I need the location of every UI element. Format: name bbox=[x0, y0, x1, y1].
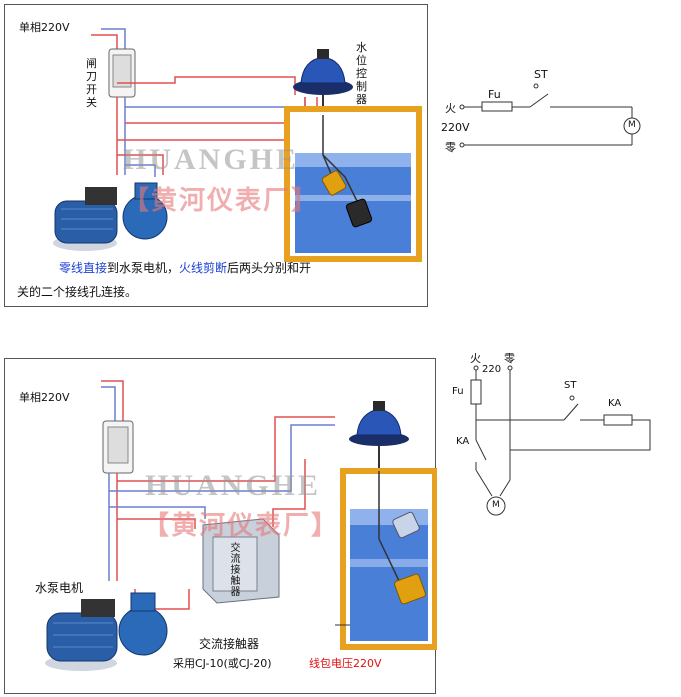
float-upper bbox=[392, 511, 420, 539]
watermark-en: HUANGHE bbox=[145, 469, 322, 502]
sch1-live: 火 bbox=[445, 102, 456, 115]
coil-voltage-text: 线包电压220V bbox=[309, 657, 382, 670]
contactor-label: 交流接触器 bbox=[199, 637, 260, 651]
coil-symbol bbox=[603, 414, 633, 426]
water-ripple bbox=[295, 195, 411, 201]
contact-symbol bbox=[475, 439, 487, 461]
terminal-neutral bbox=[507, 365, 513, 371]
sch1-switch: ST bbox=[534, 68, 548, 81]
watermark-cn: 【黄河仪表厂】 bbox=[123, 186, 320, 216]
water-ripple bbox=[350, 559, 428, 567]
pump-motor bbox=[46, 612, 118, 662]
wire-red-pump bbox=[117, 154, 164, 175]
wire-blue-controller bbox=[109, 424, 335, 492]
watermark-cn: 【黄河仪表厂】 bbox=[143, 511, 340, 541]
controller-cap bbox=[373, 401, 385, 411]
float-lower bbox=[394, 573, 426, 605]
wire-blue-contactor bbox=[109, 506, 206, 519]
sch2-fuse: Fu bbox=[452, 386, 464, 397]
controller-dome bbox=[300, 56, 346, 84]
caption-live-cut: 火线剪断 bbox=[179, 261, 228, 275]
spec-text: 采用CJ-10(或CJ-20) bbox=[173, 657, 272, 670]
float-lower bbox=[345, 198, 373, 228]
terminal-live bbox=[473, 365, 479, 371]
switch-pivot bbox=[533, 83, 539, 89]
pump-head bbox=[118, 606, 168, 656]
caption-to-motor: 到水泵电机， bbox=[107, 261, 180, 275]
source-label: 单相220V bbox=[19, 391, 70, 404]
sch2-switch: ST bbox=[564, 380, 577, 391]
water-surface bbox=[295, 153, 411, 167]
caption-neutral: 零线直接 bbox=[59, 261, 108, 275]
controller-label: 水位控制器 bbox=[356, 41, 367, 106]
sch2-motor: M bbox=[492, 500, 500, 510]
wire-blue-pump bbox=[125, 164, 156, 177]
wire-motor-left bbox=[475, 469, 493, 497]
float-cable-2 bbox=[322, 154, 358, 202]
wire-blue-controller bbox=[125, 97, 306, 108]
wire-red-controller-1 bbox=[117, 76, 296, 95]
diagram-panel-2: 单相220V 水泵电机 交流接触器 HUANGHE 【黄河仪表厂】 交流接触器 … bbox=[4, 358, 437, 694]
wire-red-controller-2 bbox=[125, 97, 306, 124]
switch-pivot bbox=[569, 395, 575, 401]
pump-outlet bbox=[130, 592, 156, 612]
switch-symbol bbox=[563, 403, 579, 421]
float-cable bbox=[378, 471, 402, 586]
caption-line-2: 关的二个接线孔连接。 bbox=[17, 285, 138, 299]
pump-terminal-box bbox=[81, 599, 115, 617]
wire-coil-return bbox=[510, 419, 651, 451]
sch1-motor: M bbox=[628, 120, 636, 130]
sch2-neutral: 零 bbox=[504, 352, 515, 365]
sch2-voltage: 220 bbox=[482, 364, 502, 375]
contactor-face bbox=[212, 536, 258, 592]
wire-motor-right bbox=[499, 479, 511, 497]
caption-line-1: 零线直接到水泵电机，火线剪断后两头分别和开 bbox=[59, 259, 311, 276]
wire-red-controller bbox=[117, 416, 335, 482]
contactor-box-text: 交流接触器 bbox=[230, 543, 241, 598]
wiring-illustration-1 bbox=[53, 28, 422, 262]
knife-switch-body bbox=[112, 54, 132, 88]
controller-dome bbox=[356, 408, 402, 436]
source-wire-blue bbox=[101, 28, 126, 49]
wire-controller-contactor bbox=[272, 459, 306, 527]
float-upper bbox=[321, 170, 347, 196]
pump-terminal-box bbox=[85, 187, 117, 205]
caption-rest: 后两头分别和开 bbox=[227, 261, 312, 275]
terminal-live bbox=[459, 104, 465, 110]
sch1-voltage: 220V bbox=[441, 121, 470, 134]
fuse-symbol bbox=[470, 379, 482, 405]
knife-switch-body bbox=[107, 426, 129, 464]
watermark-en: HUANGHE bbox=[123, 143, 300, 176]
source-wire-blue bbox=[101, 386, 116, 421]
wire-red-contactor bbox=[117, 518, 196, 529]
pump-outlet bbox=[134, 182, 158, 200]
sch1-neutral: 零 bbox=[445, 141, 456, 154]
sch1-fuse: Fu bbox=[488, 88, 501, 101]
sch2-coil: KA bbox=[608, 398, 622, 409]
sch2-live: 火 bbox=[470, 352, 481, 365]
knife-switch-label: 闸刀开关 bbox=[86, 57, 97, 109]
pump-motor bbox=[54, 200, 118, 244]
terminal-neutral bbox=[459, 142, 465, 148]
sch2-contact: KA bbox=[456, 436, 470, 447]
controller-cap bbox=[317, 49, 329, 59]
fuse-symbol bbox=[481, 101, 513, 112]
wiring-illustration-2 bbox=[45, 380, 437, 671]
source-label: 单相220V bbox=[19, 21, 70, 34]
diagram-panel-1: 单相220V 闸刀开关 水位控制器 HUANGHE 【黄河仪表厂】 零线直接到水… bbox=[4, 4, 428, 307]
pump-label: 水泵电机 bbox=[35, 581, 84, 595]
switch-symbol bbox=[529, 93, 549, 108]
source-wire-red bbox=[91, 34, 118, 49]
source-wire-red bbox=[101, 380, 124, 421]
